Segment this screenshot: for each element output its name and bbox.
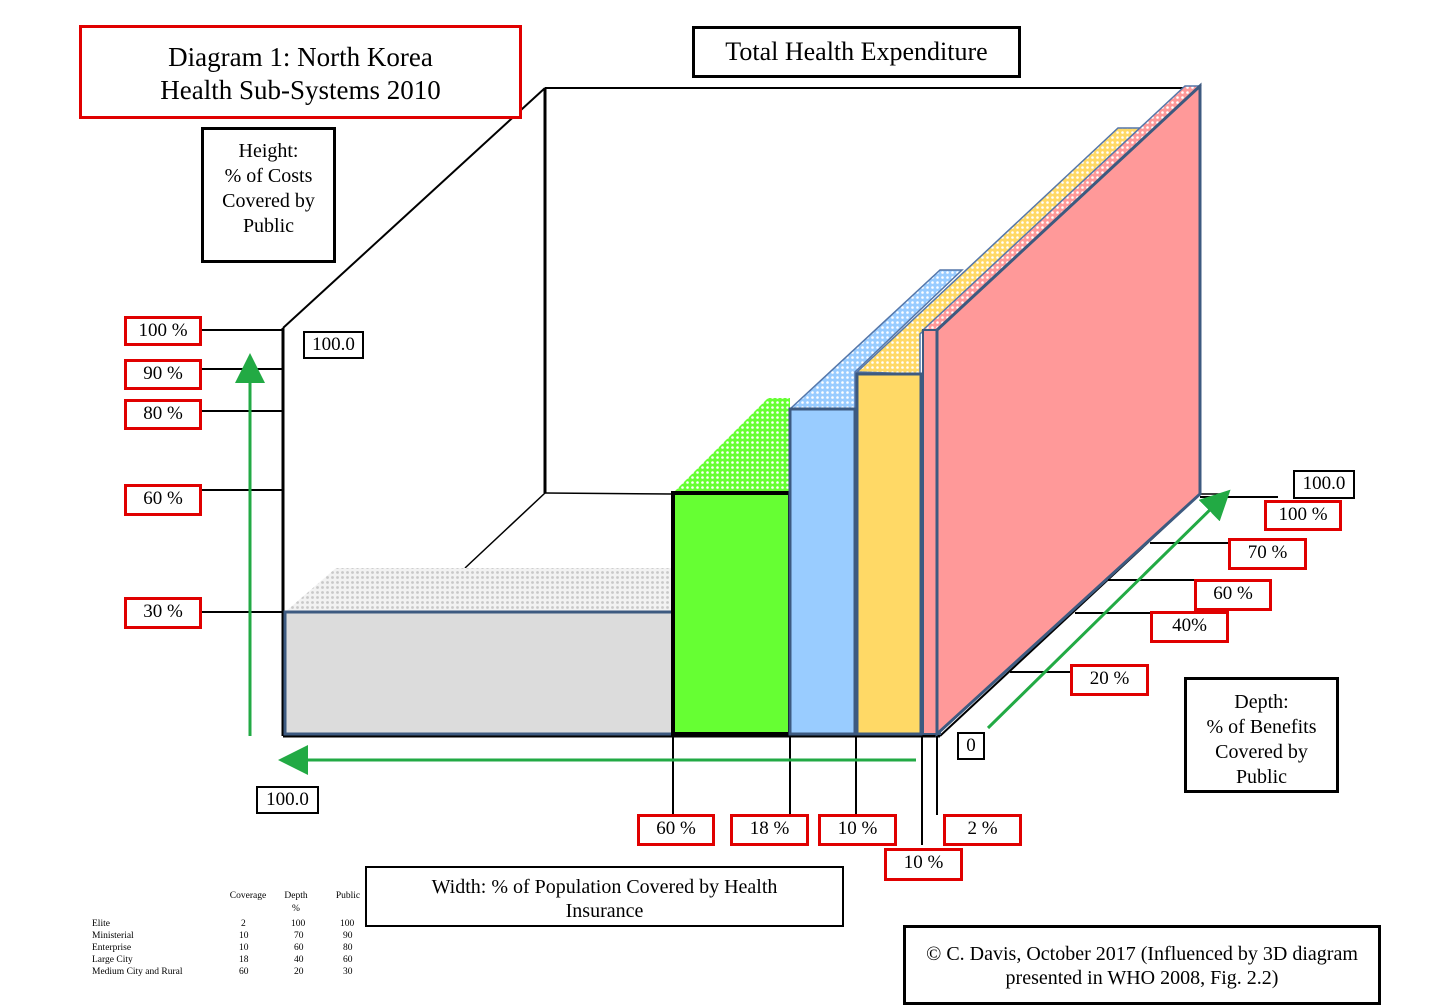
width-label-18: 18 % <box>730 814 809 846</box>
width-max-value: 100.0 <box>256 786 319 814</box>
block-medium-city-rural <box>283 568 675 736</box>
table-cell-depth: 60 <box>294 943 304 953</box>
table-cell-depth: 100 <box>291 919 306 929</box>
table-cell-name: Enterprise <box>92 943 132 953</box>
depth-label-70: 70 % <box>1228 538 1307 570</box>
total-health-expenditure-label: Total Health Expenditure <box>692 26 1021 78</box>
table-cell-coverage: 10 <box>239 943 249 953</box>
origin-value: 0 <box>957 732 985 760</box>
axis-arrows <box>235 353 1231 775</box>
width-axis-description: Width: % of Population Covered by Health… <box>365 866 844 927</box>
diagram-title: Diagram 1: North Korea Health Sub-System… <box>79 25 522 119</box>
width-label-10b: 10 % <box>884 848 963 881</box>
table-cell-name: Ministerial <box>92 931 134 941</box>
depth-axis-description: Depth: % of Benefits Covered by Public <box>1184 677 1339 793</box>
table-cell-public: 60 <box>343 955 353 965</box>
credit-note: © C. Davis, October 2017 (Influenced by … <box>903 925 1381 1005</box>
table-header-depth: Depth % <box>284 891 308 914</box>
depth-label-20: 20 % <box>1070 664 1149 696</box>
table-header-public: Public <box>335 891 361 901</box>
table-cell-public: 100 <box>340 919 355 929</box>
depth-label-40: 40% <box>1150 611 1229 643</box>
block-elite <box>921 82 1202 738</box>
width-label-2: 2 % <box>943 814 1022 846</box>
height-label-100: 100 % <box>124 316 202 346</box>
depth-label-100: 100 % <box>1264 500 1342 531</box>
height-label-90: 90 % <box>124 359 202 390</box>
table-cell-name: Elite <box>92 919 110 929</box>
width-ticks <box>672 736 938 845</box>
table-cell-coverage: 2 <box>241 919 246 929</box>
table-row: Ministerial 10 70 90 <box>90 930 380 942</box>
height-label-30: 30 % <box>124 597 202 629</box>
width-label-60: 60 % <box>637 814 715 846</box>
height-ticks <box>202 329 283 613</box>
height-axis-description: Height: % of Costs Covered by Public <box>201 127 336 263</box>
table-row: Medium City and Rural 60 20 30 <box>90 966 380 978</box>
block-enterprise <box>788 269 964 736</box>
depth-label-60: 60 % <box>1194 579 1272 611</box>
table-cell-name: Large City <box>92 955 133 965</box>
table-cell-depth: 40 <box>294 955 304 965</box>
block-large-city <box>671 398 792 736</box>
table-cell-coverage: 10 <box>239 931 249 941</box>
depth-ticks <box>1010 496 1278 673</box>
table-cell-coverage: 18 <box>239 955 249 965</box>
depth-axis-arrow <box>986 489 1231 730</box>
table-cell-coverage: 60 <box>239 967 249 977</box>
back-frame <box>281 87 1228 738</box>
depth-max-value: 100.0 <box>1293 470 1355 499</box>
table-header-coverage: Coverage <box>229 891 267 901</box>
table-row: Elite 2 100 100 <box>90 918 380 930</box>
table-cell-depth: 20 <box>294 967 304 977</box>
table-row: Enterprise 10 60 80 <box>90 942 380 954</box>
table-cell-depth: 70 <box>294 931 304 941</box>
height-max-value: 100.0 <box>303 331 364 359</box>
table-row: Large City 18 40 60 <box>90 954 380 966</box>
width-label-10a: 10 % <box>818 814 897 846</box>
table-cell-public: 90 <box>343 931 353 941</box>
height-label-60: 60 % <box>124 484 202 516</box>
table-cell-public: 80 <box>343 943 353 953</box>
table-cell-name: Medium City and Rural <box>92 967 183 977</box>
table-cell-public: 30 <box>343 967 353 977</box>
height-label-80: 80 % <box>124 399 202 430</box>
block-ministerial <box>855 127 1142 736</box>
